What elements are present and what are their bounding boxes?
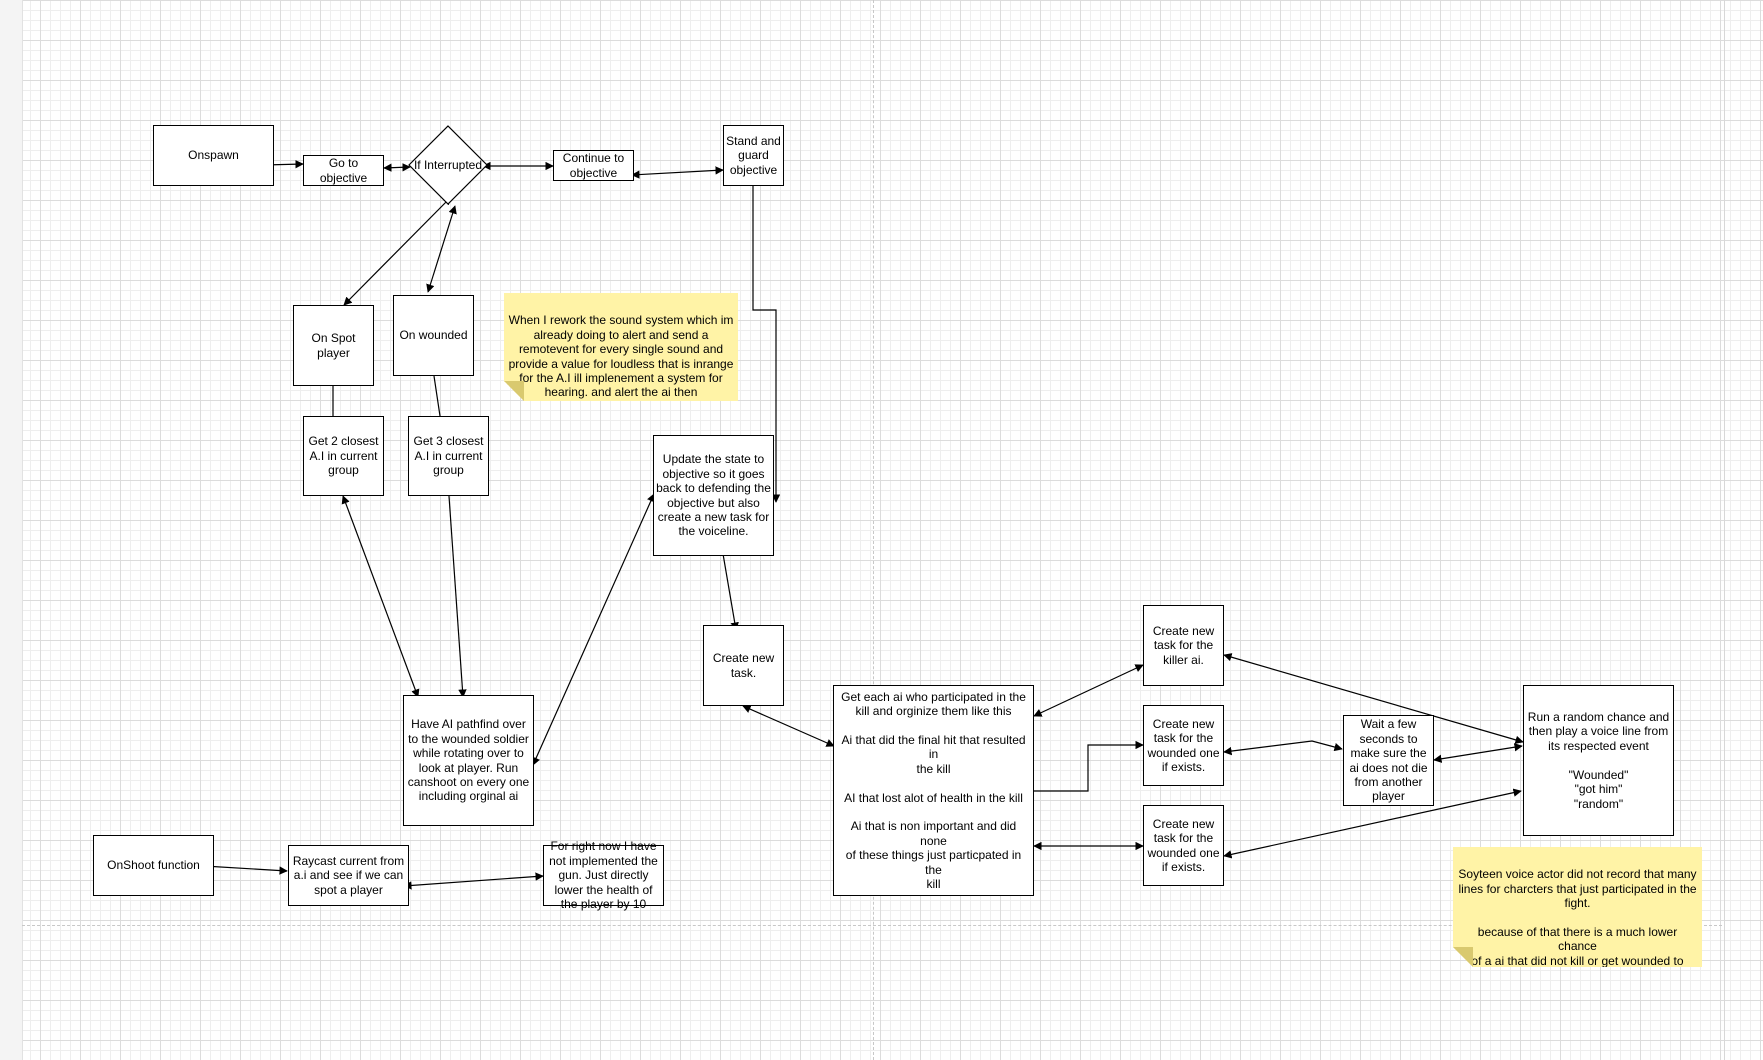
edge-pathfind-update[interactable] [532, 493, 655, 766]
edge-eachai-wounded1[interactable] [1033, 740, 1144, 792]
sticky-note-sound-system[interactable]: When I rework the sound system which im … [504, 293, 738, 401]
diamond-shape [408, 125, 488, 205]
node-not-implemented-gun[interactable]: For right now I have not implemented the… [543, 839, 664, 911]
page-edge-right [1724, 0, 1725, 1060]
node-update-state[interactable]: Update the state to objective so it goes… [653, 435, 774, 556]
edge-get2-pathfind[interactable] [341, 495, 420, 698]
node-get-2-closest[interactable]: Get 2 closest A.I in current group [303, 416, 384, 496]
note-text: When I rework the sound system which im … [508, 313, 734, 400]
node-raycast[interactable]: Raycast current from a.i and see if we c… [288, 845, 409, 906]
node-get-each-ai[interactable]: Get each ai who participated in the kill… [833, 685, 1034, 896]
edge-interrupted-onwounded[interactable] [426, 205, 457, 293]
node-create-new-task[interactable]: Create new task. [703, 625, 784, 706]
edge-createtask-eachai[interactable] [742, 705, 835, 747]
left-ruler [0, 0, 23, 1060]
node-if-interrupted[interactable]: If Interrupted [408, 125, 488, 205]
node-on-spot-player[interactable]: On Spot player [293, 305, 374, 386]
edge-update-createtask[interactable] [719, 547, 739, 631]
node-get-3-closest[interactable]: Get 3 closest A.I in current group [408, 416, 489, 496]
edge-interrupted-onspot[interactable] [343, 196, 452, 306]
edge-onwounded-get3[interactable] [433, 375, 441, 417]
node-pathfind[interactable]: Have AI pathfind over to the wounded sol… [403, 695, 534, 826]
edge-eachai-killer[interactable] [1033, 664, 1144, 717]
sticky-note-voice-actor[interactable]: Soyteen voice actor did not record that … [1453, 847, 1702, 967]
node-onshoot-function[interactable]: OnShoot function [93, 835, 214, 896]
edge-wait-random[interactable] [1433, 743, 1523, 763]
node-wounded-task-2[interactable]: Create new task for the wounded one if e… [1143, 805, 1224, 886]
node-random-chance[interactable]: Run a random chance and then play a voic… [1523, 685, 1674, 836]
node-onspawn[interactable]: Onspawn [153, 125, 274, 186]
node-wounded-task-1[interactable]: Create new task for the wounded one if e… [1143, 705, 1224, 786]
node-wait-seconds[interactable]: Wait a few seconds to make sure the ai d… [1343, 715, 1434, 806]
edge-get3-pathfind[interactable] [448, 495, 467, 698]
page-break-horizontal [22, 925, 1722, 926]
edge-stand-update[interactable] [752, 186, 781, 503]
page-break-vertical [873, 0, 874, 1060]
node-go-to-objective[interactable]: Go to objective [303, 155, 384, 186]
node-killer-task[interactable]: Create new task for the killer ai. [1143, 605, 1224, 686]
edge-wounded1-wait[interactable] [1223, 740, 1343, 756]
node-continue-to-objective[interactable]: Continue to objective [553, 150, 634, 181]
node-stand-and-guard[interactable]: Stand and guard objective [723, 125, 784, 186]
edge-continue-stand[interactable] [631, 166, 724, 179]
edge-killer-random[interactable] [1223, 653, 1524, 744]
edge-wounded2-random[interactable] [1223, 788, 1522, 859]
edge-raycast-fornow[interactable] [403, 872, 544, 890]
node-label: If Interrupted [413, 158, 483, 172]
edge-onshoot-raycast[interactable] [203, 862, 288, 875]
node-on-wounded[interactable]: On wounded [393, 295, 474, 376]
edge-goto-interrupted[interactable] [383, 163, 411, 172]
